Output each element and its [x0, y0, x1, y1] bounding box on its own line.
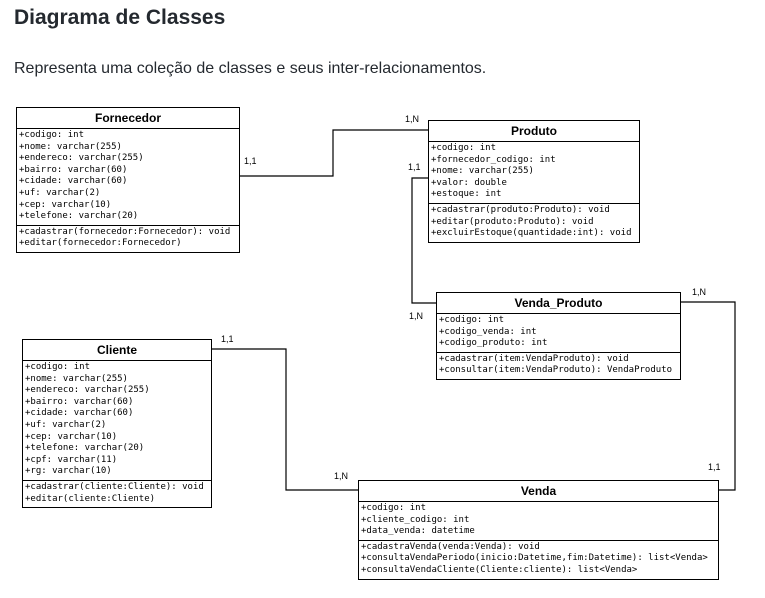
attributes-section: +codigo: int +fornecedor_codigo: int +no…	[429, 142, 639, 204]
attribute: +nome: varchar(255)	[25, 373, 128, 384]
method: +cadastrar(produto:Produto): void	[431, 204, 610, 215]
method: +excluirEstoque(quantidade:int): void	[431, 228, 632, 239]
attribute: +cpf: varchar(11)	[25, 454, 118, 465]
attribute: +nome: varchar(255)	[431, 166, 534, 177]
attribute: +cep: varchar(10)	[19, 199, 112, 210]
vendaproduto-venda-association	[681, 301, 736, 491]
methods-section: +cadastrar(cliente:Cliente): void +edita…	[23, 481, 211, 507]
attribute: +codigo: int	[19, 130, 85, 140]
attribute: +cep: varchar(10)	[25, 431, 118, 442]
method: +consultaVendaCliente(Cliente:cliente): …	[361, 564, 638, 575]
attributes-section: +codigo: int +nome: varchar(255) +endere…	[17, 129, 239, 226]
method: +consultaVendaPeriodo(inicio:Datetime,fi…	[361, 553, 708, 564]
methods-section: +cadastrar(item:VendaProduto): void +con…	[437, 353, 680, 379]
produto-vendaproduto-association	[411, 177, 436, 304]
attribute: +cliente_codigo: int	[361, 514, 470, 525]
attribute: +codigo: int	[25, 362, 91, 372]
class-name: Fornecedor	[17, 108, 239, 129]
class-venda: Venda +codigo: int +cliente_codigo: int …	[358, 480, 719, 580]
multiplicity-label: 1,1	[408, 162, 421, 172]
attribute: +bairro: varchar(60)	[19, 164, 128, 175]
attribute: +codigo_produto: int	[439, 338, 548, 349]
attribute: +endereco: varchar(255)	[25, 385, 150, 396]
attribute: +telefone: varchar(20)	[19, 211, 139, 222]
page-title: Diagrama de Classes	[14, 6, 226, 29]
attribute: +data_venda: datetime	[361, 526, 475, 537]
attribute: +codigo: int	[439, 315, 505, 325]
attribute: +uf: varchar(2)	[19, 187, 101, 198]
multiplicity-label: 1,1	[708, 462, 721, 472]
class-name: Cliente	[23, 340, 211, 361]
attribute: +codigo: int	[361, 503, 427, 513]
method: +editar(cliente:Cliente)	[25, 493, 156, 504]
method: +cadastrar(item:VendaProduto): void	[439, 353, 629, 364]
class-venda-produto: Venda_Produto +codigo: int +codigo_venda…	[436, 292, 681, 380]
attribute: +rg: varchar(10)	[25, 466, 112, 477]
attribute: +codigo: int	[431, 143, 497, 153]
class-produto: Produto +codigo: int +fornecedor_codigo:…	[428, 120, 640, 243]
attribute: +valor: double	[431, 177, 507, 188]
method: +cadastrar(cliente:Cliente): void	[25, 481, 204, 492]
multiplicity-label: 1,1	[221, 334, 234, 344]
methods-section: +cadastraVenda(venda:Venda): void +consu…	[359, 541, 718, 579]
method: +cadastrar(fornecedor:Fornecedor): void	[19, 226, 231, 237]
multiplicity-label: 1,N	[334, 471, 349, 481]
cliente-venda-association	[212, 348, 358, 491]
attribute: +endereco: varchar(255)	[19, 153, 144, 164]
fornecedor-produto-association	[239, 129, 428, 177]
attribute: +estoque: int	[431, 189, 502, 200]
methods-section: +cadastrar(fornecedor:Fornecedor): void …	[17, 226, 239, 252]
multiplicity-label: 1,N	[692, 287, 707, 297]
attribute: +telefone: varchar(20)	[25, 443, 145, 454]
attributes-section: +codigo: int +cliente_codigo: int +data_…	[359, 502, 718, 541]
attribute: +bairro: varchar(60)	[25, 396, 134, 407]
attribute: +cidade: varchar(60)	[25, 408, 134, 419]
attribute: +fornecedor_codigo: int	[431, 154, 556, 165]
methods-section: +cadastrar(produto:Produto): void +edita…	[429, 204, 639, 242]
class-name: Venda_Produto	[437, 293, 680, 314]
multiplicity-label: 1,1	[244, 156, 257, 166]
attributes-section: +codigo: int +nome: varchar(255) +endere…	[23, 361, 211, 481]
attribute: +cidade: varchar(60)	[19, 176, 128, 187]
class-cliente: Cliente +codigo: int +nome: varchar(255)…	[22, 339, 212, 509]
attributes-section: +codigo: int +codigo_venda: int +codigo_…	[437, 314, 680, 353]
method: +consultar(item:VendaProduto): VendaProd…	[439, 365, 672, 376]
multiplicity-label: 1,N	[409, 311, 424, 321]
page-subtitle: Representa uma coleção de classes e seus…	[14, 60, 487, 77]
class-name: Produto	[429, 121, 639, 142]
class-name: Venda	[359, 481, 718, 502]
multiplicity-label: 1,N	[405, 114, 420, 124]
method: +editar(fornecedor:Fornecedor)	[19, 238, 182, 249]
method: +editar(produto:Produto): void	[431, 216, 594, 227]
class-fornecedor: Fornecedor +codigo: int +nome: varchar(2…	[16, 107, 240, 253]
attribute: +nome: varchar(255)	[19, 141, 122, 152]
attribute: +uf: varchar(2)	[25, 419, 107, 430]
method: +cadastraVenda(venda:Venda): void	[361, 541, 540, 552]
attribute: +codigo_venda: int	[439, 326, 537, 337]
